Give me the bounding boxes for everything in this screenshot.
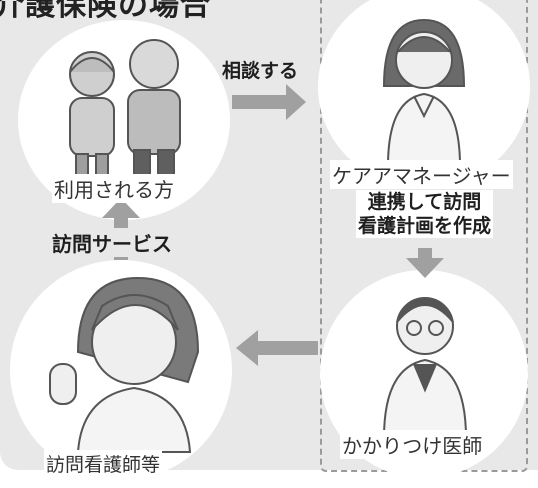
edge-cooperation-line2: 看護計画を作成 [358,215,492,237]
node-care-manager-label: ケアアマネージャー [330,160,513,189]
edge-cooperation-label: 連携して訪問 看護計画を作成 [356,190,494,238]
arrow-consult [232,84,306,120]
node-doctor-label: かかりつけ医師 [340,430,485,459]
doctor-illustration [382,296,468,439]
edge-cooperation-line1: 連携して訪問 [367,191,482,213]
node-nurse-label: 訪問看護師等 [44,450,163,477]
arrow-cm-to-doctor [406,248,444,278]
nurse-illustration [49,276,200,453]
node-user-label: 利用される方 [52,174,176,203]
diagram-title: 介護保険の場合 [0,0,211,23]
edge-consult-label: 相談する [222,60,299,82]
edge-visit-service-label: 訪問サービス [50,228,174,257]
care-manager-illustration [382,18,466,167]
elderly-couple-illustration [69,39,181,181]
arrow-doctor-to-nurse [236,330,318,366]
